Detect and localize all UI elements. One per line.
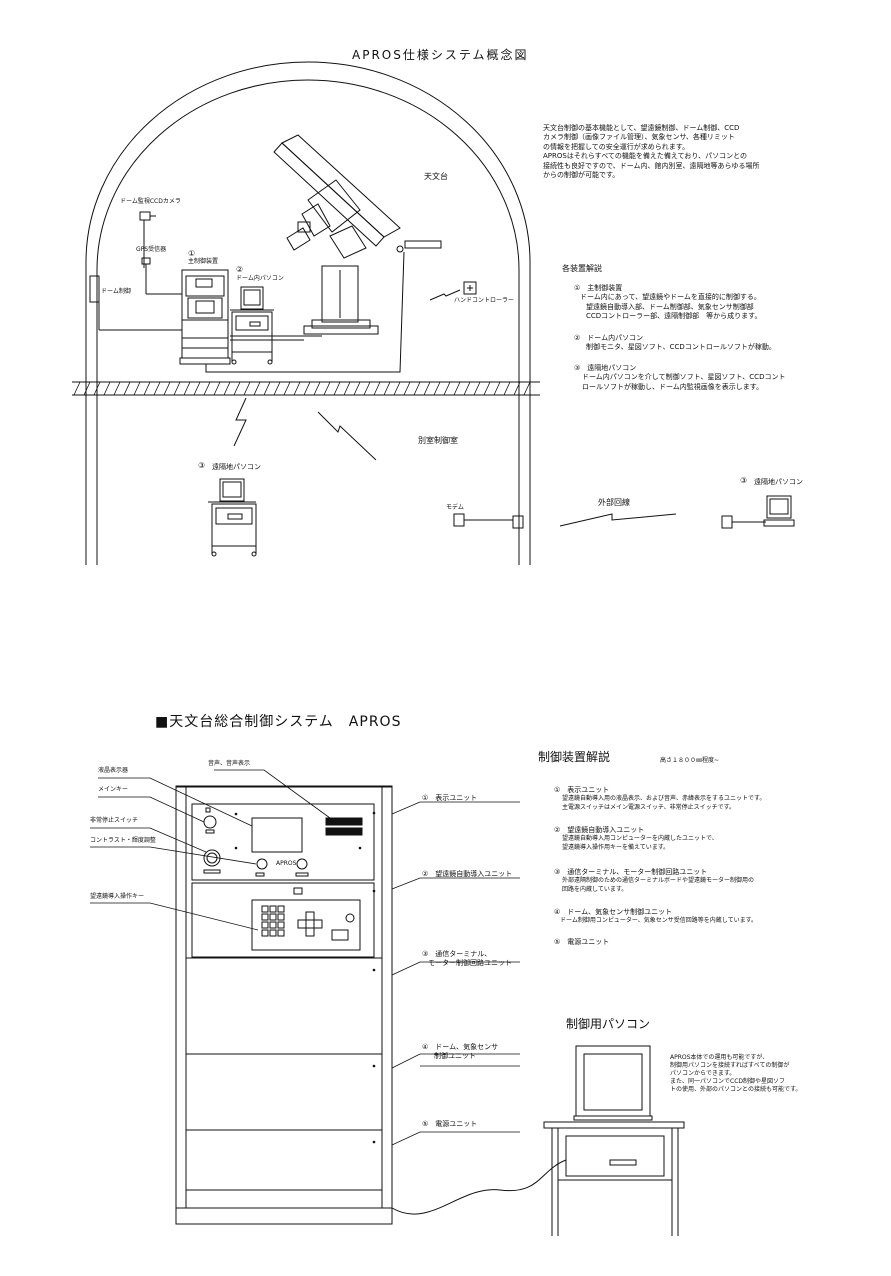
device-desc-item-1: ① 主制御装置 ドーム内にあって、望遠鏡やドームを直接的に制御する。 望遠鏡自動… bbox=[574, 284, 762, 321]
dome-outline bbox=[85, 61, 531, 565]
overview-text: 天文台制御の基本機能として、望遠鏡制御、ドーム制御、CCD カメラ制御（画像ファ… bbox=[543, 124, 760, 180]
label-telescope-keys: 望遠鏡導入操作キー bbox=[90, 893, 145, 900]
page-title-top: APROS仕様システム概念図 bbox=[352, 48, 529, 62]
label-remote-pc-num: ③ bbox=[198, 461, 206, 470]
label-voice: 音声、音声表示 bbox=[208, 760, 251, 767]
leader-lines bbox=[90, 769, 520, 1146]
apros-cabinet-drawing bbox=[175, 785, 393, 1225]
main-controller-drawing bbox=[179, 269, 231, 365]
unit-desc-2: ② 望遠鏡自動導入ユニット 望遠鏡自動導入用コンピューターを内蔵したユニットで、… bbox=[554, 826, 718, 851]
unit-label-3: ③ 通信ターミナル、 モーター制御回路ユニット bbox=[422, 950, 512, 968]
label-main-key: メインキー bbox=[98, 786, 129, 793]
modem-drawing bbox=[453, 513, 524, 529]
label-modem: モデム bbox=[446, 504, 464, 511]
device-desc-item-2: ② ドーム内パソコン 制御モニタ、星図ソフト、CCDコントロールソフトが稼動。 bbox=[574, 334, 776, 352]
wireless-links bbox=[233, 397, 677, 527]
floor-slab bbox=[72, 381, 540, 396]
dome-camera-gps bbox=[89, 211, 182, 331]
label-dome-pc-num: ② bbox=[236, 265, 244, 274]
label-observatory: 天文台 bbox=[424, 172, 448, 181]
label-dome-pc: ドーム内パソコン bbox=[236, 275, 284, 282]
label-remote-pc2: 遠隔地パソコン bbox=[754, 478, 803, 486]
page-title-bottom: ■天文台総合制御システム APROS bbox=[155, 714, 402, 730]
unit-label-2: ② 望遠鏡自動導入ユニット bbox=[422, 870, 513, 878]
label-main-ctrl-num: ① bbox=[188, 249, 196, 258]
remote-pc2-drawing bbox=[721, 495, 795, 529]
remote-pc-drawing bbox=[208, 478, 257, 557]
label-gps: GPS受信器 bbox=[136, 246, 167, 253]
dome-pc-drawing bbox=[230, 286, 274, 365]
label-external-line: 外部回線 bbox=[598, 498, 630, 507]
connection-cables bbox=[205, 251, 405, 373]
unit-desc-4: ④ ドーム、気象センサ制御ユニット ドーム制御用コンピューター、気象センサ受信回… bbox=[554, 908, 757, 925]
label-emergency-switch: 非常停止スイッチ bbox=[90, 817, 139, 824]
label-dome-camera: ドーム監視CCDカメラ bbox=[120, 198, 181, 205]
ctrl-height-note: 高さ１８００㎜程度~ bbox=[660, 757, 720, 764]
pc-text: APROS本体での運用も可能ですが、 制御用パソコンを接続すればすべての制御が … bbox=[670, 1054, 802, 1094]
label-remote-pc2-num: ③ bbox=[740, 476, 748, 485]
control-pc-drawing bbox=[391, 1045, 685, 1236]
unit-label-1: ① 表示ユニット bbox=[422, 794, 478, 802]
telescope-drawing bbox=[273, 134, 442, 335]
hand-controller-drawing bbox=[429, 281, 477, 301]
device-desc-item-3: ③ 遠隔地パソコン ドーム内パソコンを介して制御ソフト、星図ソフト、CCDコント… bbox=[574, 364, 786, 391]
unit-desc-5: ⑤ 電源ユニット bbox=[554, 938, 610, 946]
unit-desc-1: ① 表示ユニット 望遠鏡自動導入用の液晶表示、および音声、赤緯表示をするユニット… bbox=[554, 786, 766, 811]
unit-desc-3: ③ 通信ターミナル、モーター制御回路ユニット 外部遠隔制御のための通信ターミナル… bbox=[554, 868, 755, 893]
label-dome-control: ドーム制御 bbox=[101, 288, 131, 295]
label-separate-room: 別室制御室 bbox=[418, 436, 458, 445]
pc-heading: 制御用パソコン bbox=[566, 1017, 651, 1031]
unit-label-4: ④ ドーム、気象センサ 制御ユニット bbox=[422, 1043, 499, 1061]
unit-label-5: ⑤ 電源ユニット bbox=[422, 1120, 478, 1128]
label-contrast: コントラスト・輝度調整 bbox=[90, 837, 156, 844]
label-remote-pc: 遠隔地パソコン bbox=[212, 463, 261, 471]
label-hand-controller: ハンドコントローラー bbox=[454, 297, 515, 304]
ctrl-heading: 制御装置解説 bbox=[538, 750, 611, 764]
cabinet-brand: APROS bbox=[276, 860, 297, 867]
label-lcd: 液晶表示器 bbox=[98, 767, 129, 774]
device-desc-heading: 各装置解説 bbox=[562, 264, 602, 273]
label-main-ctrl: 主制御装置 bbox=[188, 258, 219, 265]
